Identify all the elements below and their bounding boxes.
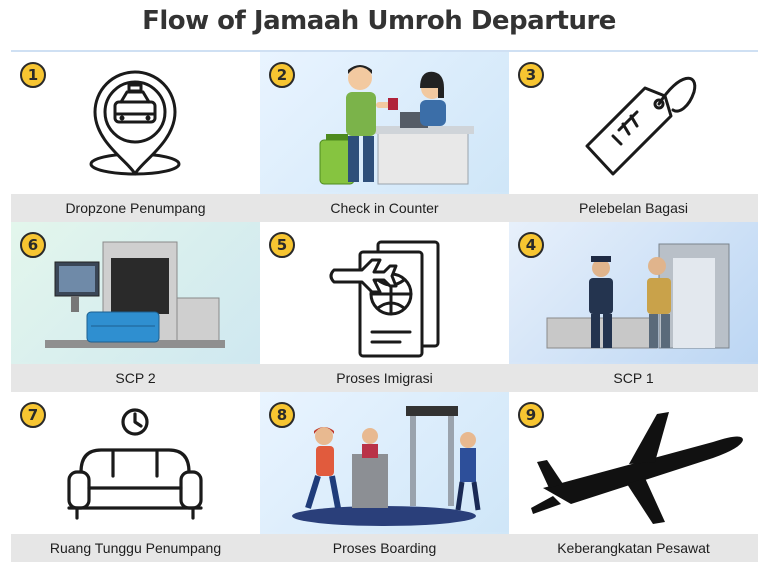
- taxi-location-pin-icon: [89, 70, 181, 176]
- boarding-gate-illustration: [292, 406, 481, 526]
- step-card-7: 7 Ruang Tunggu Penumpang: [11, 392, 260, 562]
- airplane-takeoff-icon: [531, 412, 743, 524]
- steps-grid: 1 Dropzone Penumpang: [11, 52, 758, 562]
- step-card-2: 2 Check in Counter: [260, 52, 509, 222]
- luggage-tag-icon: [585, 76, 697, 176]
- step-card-3: 3 Pelebelan Bagasi: [509, 52, 758, 222]
- diagram-title: Flow of Jamaah Umroh Departure: [142, 6, 616, 36]
- step-number-badge: 1: [20, 62, 46, 88]
- step-label: Ruang Tunggu Penumpang: [11, 534, 260, 562]
- waiting-lounge-sofa-icon: [67, 408, 203, 520]
- step-card-6: 6 SCP 2: [11, 222, 260, 392]
- xray-scanner-illustration: [45, 241, 225, 348]
- step-number-badge: 8: [269, 402, 295, 428]
- step-card-1: 1 Dropzone Penumpang: [11, 52, 260, 222]
- step-label: Keberangkatan Pesawat: [509, 534, 758, 562]
- step-number-badge: 3: [518, 62, 544, 88]
- security-check-illustration: [546, 243, 730, 349]
- step-label: Pelebelan Bagasi: [509, 194, 758, 222]
- check-in-counter-illustration: [319, 65, 474, 185]
- step-label: SCP 2: [11, 364, 260, 392]
- step-number-badge: 2: [269, 62, 295, 88]
- step-card-9: 9 Keberangkatan Pesawat: [509, 392, 758, 562]
- step-label: Proses Imigrasi: [260, 364, 509, 392]
- step-label: Check in Counter: [260, 194, 509, 222]
- step-label: Proses Boarding: [260, 534, 509, 562]
- step-card-8: 8 Proses Boarding: [260, 392, 509, 562]
- step-number-badge: 7: [20, 402, 46, 428]
- step-number-badge: 9: [518, 402, 544, 428]
- step-number-badge: 6: [20, 232, 46, 258]
- step-label: Dropzone Penumpang: [11, 194, 260, 222]
- step-card-5: 5 Proses Imigrasi: [260, 222, 509, 392]
- passport-icon: [329, 240, 440, 358]
- step-label: SCP 1: [509, 364, 758, 392]
- step-card-4: 4 SCP 1: [509, 222, 758, 392]
- step-number-badge: 5: [269, 232, 295, 258]
- top-divider: [11, 50, 758, 53]
- step-number-badge: 4: [518, 232, 544, 258]
